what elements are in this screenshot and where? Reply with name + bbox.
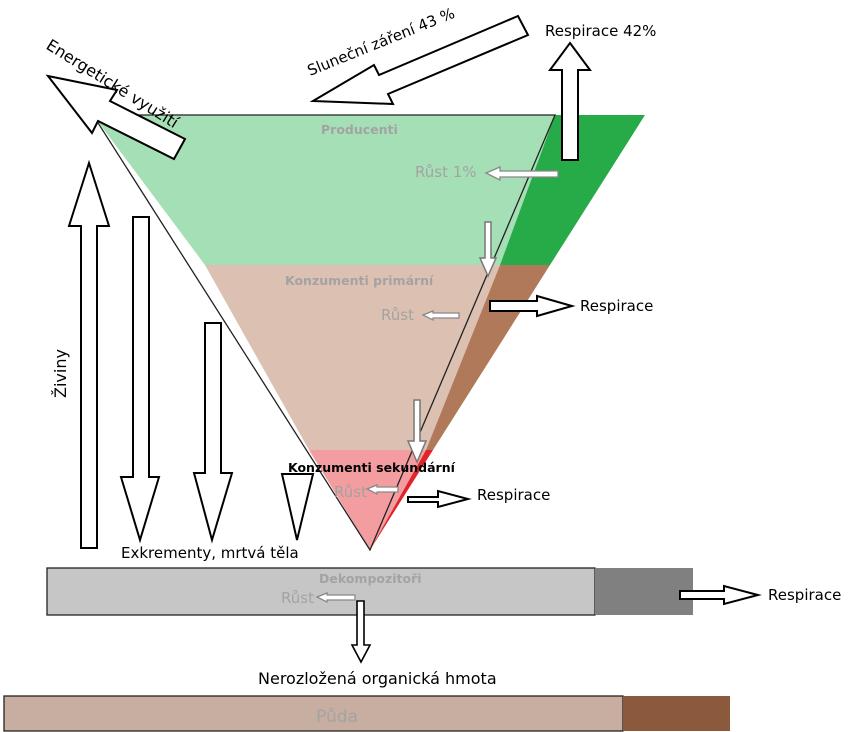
growth-secondary-label: Růst (334, 483, 367, 501)
secondary-consumers-respiration-band (370, 450, 433, 550)
excrement-arrow-1 (119, 216, 161, 544)
producers-label: Producenti (321, 122, 398, 137)
respiration-decomposers-arrow (679, 584, 762, 606)
transfer-primary-to-secondary (406, 399, 428, 464)
decomposers-label: Dekompozitoři (319, 571, 422, 586)
excrement-arrow-3 (280, 473, 315, 541)
growth-primary-label: Růst (381, 306, 414, 324)
undecomposed-label: Nerozložená organická hmota (258, 669, 497, 688)
producers-level (93, 115, 555, 265)
pyramid-outline (91, 114, 556, 552)
growth-decomposers-arrow (315, 592, 356, 604)
growth-primary-arrow (421, 310, 460, 322)
soil-bar (3, 695, 624, 732)
growth-secondary-arrow (365, 484, 399, 496)
decomposers-respiration-band (595, 568, 693, 615)
soil-label: Půda (316, 707, 358, 727)
respiration-top-label: Respirace 42% (545, 22, 656, 40)
energy-use-arrow (45, 74, 187, 161)
secondary-consumers-label: Konzumenti sekundární (288, 460, 456, 475)
growth-decomposers-label: Růst (281, 589, 314, 607)
excrement-arrow-2 (192, 322, 234, 544)
primary-consumers-label: Konzumenti primární (285, 273, 434, 288)
respiration-decomposers-label: Respirace (768, 586, 841, 604)
respiration-secondary-label: Respirace (477, 486, 550, 504)
respiration-primary-label: Respirace (580, 297, 653, 315)
respiration-top-arrow (548, 41, 592, 161)
transfer-producers-to-primary (478, 221, 498, 278)
respiration-secondary-arrow (407, 489, 472, 509)
nutrients-label: Živiny (51, 349, 70, 398)
primary-consumers-level (205, 265, 500, 450)
soil-dark-band (623, 696, 730, 731)
growth-producers-label: Růst 1% (415, 163, 477, 181)
growth-producers-arrow (484, 166, 559, 182)
secondary-consumers-level (309, 450, 426, 550)
nutrients-arrow (67, 159, 111, 549)
undecomposed-arrow (350, 600, 372, 664)
producers-respiration-band (500, 115, 645, 265)
solar-radiation-arrow (309, 14, 530, 106)
excrement-label: Exkrementy, mrtvá těla (121, 544, 299, 562)
respiration-primary-arrow (489, 294, 576, 318)
